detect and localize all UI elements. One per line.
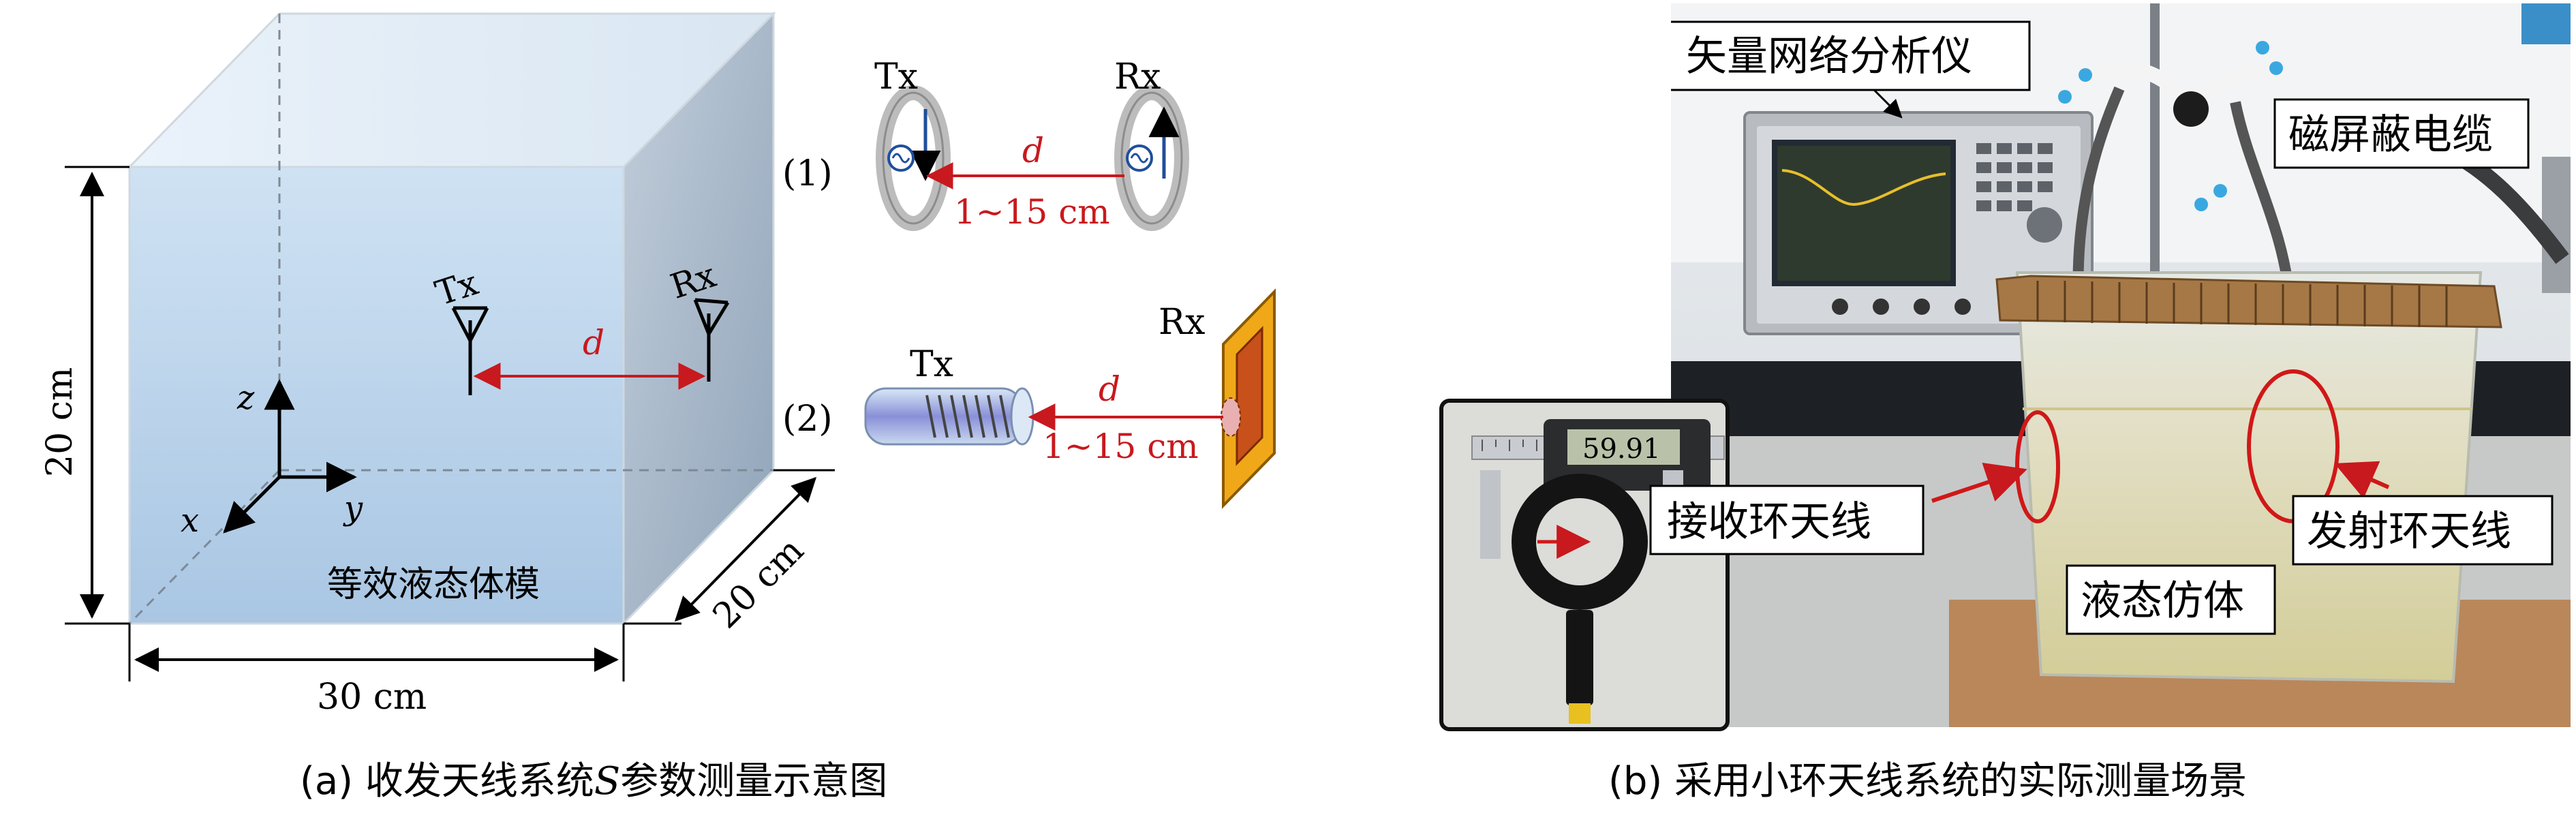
caption-b: (b) 采用小环天线系统的实际测量场景 (1608, 759, 2247, 803)
width-dimension-label: 30 cm (317, 677, 427, 718)
phantom-label-box: 液态仿体 (2066, 564, 2276, 635)
config1-tx-loop (876, 85, 951, 231)
svg-text:磁屏蔽电缆: 磁屏蔽电缆 (2288, 111, 2493, 159)
cube-front-face (128, 166, 625, 625)
shielded-cable-left (2072, 86, 2125, 301)
vna-label-box: 矢量网络分析仪 (1671, 20, 2031, 91)
cube-distance-label: d (583, 323, 604, 363)
depth-dimension (624, 469, 835, 625)
transmit-label-box: 发射环天线 (2292, 495, 2554, 566)
lab-photo: 矢量网络分析仪 磁屏蔽电缆 发射环天线 液态仿体 (1671, 3, 2571, 727)
config2-tx-label: Tx (910, 344, 953, 385)
config1-rx-label: Rx (1114, 57, 1161, 97)
vna-pointer-line (1873, 89, 1903, 119)
cable-label-box: 磁屏蔽电缆 (2273, 98, 2530, 169)
axis-z-label: z (236, 379, 255, 417)
vna-instrument (1743, 111, 2094, 335)
height-dimension (65, 166, 129, 625)
caliper-reading: 59.91 (1582, 433, 1661, 465)
config2-rx-patch (1221, 288, 1276, 509)
axis-x-label: x (181, 502, 199, 540)
depth-dimension-label: 20 cm (705, 530, 812, 636)
config2-distance-label: d (1099, 369, 1120, 409)
svg-text:接收环天线: 接收环天线 (1667, 498, 1871, 546)
clamp-holder (2058, 41, 2284, 211)
inset-loop-antenna-photo: 59.91 (1439, 399, 1730, 731)
coordinate-axes: z y x (181, 379, 363, 540)
config2-index: (2) (782, 399, 833, 440)
caption-a: (a) 收发天线系统S参数测量示意图 (300, 759, 887, 803)
width-dimension (128, 624, 625, 681)
config1-distance-label: d (1022, 131, 1044, 170)
transmit-pointer-arrow (2334, 461, 2390, 499)
phantom-cube (127, 11, 776, 626)
cube-hidden-edge-diagonal (128, 469, 281, 625)
config1-range-label: 1~15 cm (954, 192, 1110, 232)
svg-text:发射环天线: 发射环天线 (2307, 508, 2511, 555)
axis-y-label: y (343, 489, 363, 527)
panel-a-schematic: z y x Tx Rx d 等效液态体模 20 cm (40, 11, 1276, 803)
svg-text:液态仿体: 液态仿体 (2081, 577, 2244, 625)
caliper-display (1567, 429, 1680, 465)
config1-rx-loop (1114, 85, 1189, 231)
receive-label-box: 接收环天线 (1649, 485, 1925, 555)
panel-b-photo: 矢量网络分析仪 磁屏蔽电缆 发射环天线 液态仿体 (1439, 3, 2571, 803)
phantom-label: 等效液态体模 (327, 564, 540, 605)
config2-range-label: 1~15 cm (1043, 427, 1199, 466)
height-dimension-label: 20 cm (40, 367, 80, 477)
receive-pointer-arrow (1931, 462, 2027, 503)
config2-tx-solenoid (864, 387, 1034, 446)
svg-text:矢量网络分析仪: 矢量网络分析仪 (1686, 33, 1972, 80)
config2-rx-label: Rx (1159, 302, 1205, 343)
config1-tx-label: Tx (874, 57, 918, 97)
tx-antenna-icon (451, 306, 489, 395)
rx-antenna-icon (693, 298, 730, 382)
config1-index: (1) (782, 153, 833, 194)
